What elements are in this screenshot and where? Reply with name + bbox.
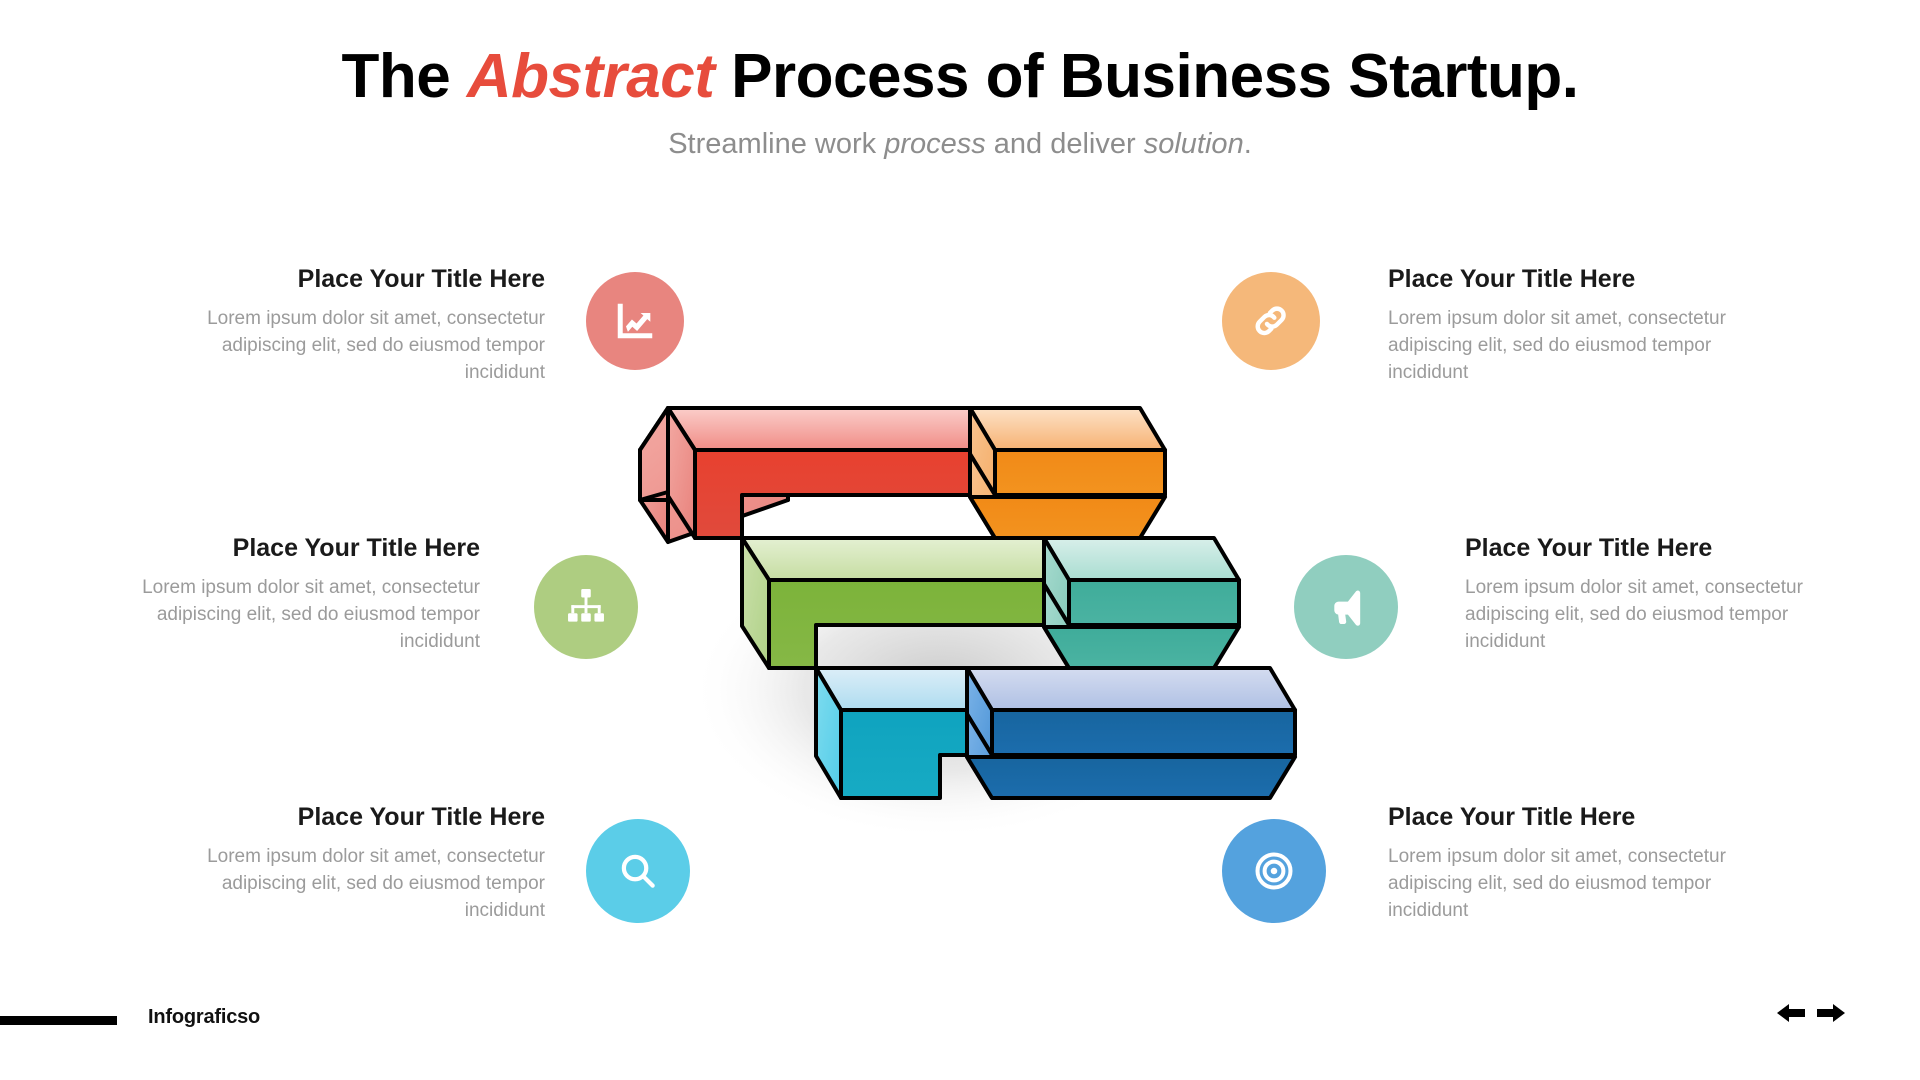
feature-text-middle-left: Place Your Title Here Lorem ipsum dolor … xyxy=(100,533,480,655)
feature-title-middle-right: Place Your Title Here xyxy=(1465,534,1713,562)
subtitle-part-1: Streamline work xyxy=(668,128,885,161)
next-slide-arrow-icon[interactable] xyxy=(1816,1002,1846,1024)
feature-icon-top-right[interactable] xyxy=(1222,272,1320,370)
block-green xyxy=(740,536,1071,670)
feature-icon-bottom-left[interactable] xyxy=(586,819,690,923)
footer-accent-bar xyxy=(0,1016,117,1025)
subtitle-part-3: . xyxy=(1243,128,1252,161)
feature-title-top-right: Place Your Title Here xyxy=(1388,265,1636,293)
feature-body-middle-left: Lorem ipsum dolor sit amet, consectetur … xyxy=(142,577,480,653)
target-icon xyxy=(1251,848,1297,894)
feature-icon-bottom-right[interactable] xyxy=(1222,819,1326,923)
isometric-blocks-diagram xyxy=(638,370,1300,840)
feature-text-top-right: Place Your Title Here Lorem ipsum dolor … xyxy=(1388,264,1738,386)
sitemap-icon xyxy=(564,585,608,629)
feature-icon-middle-left[interactable] xyxy=(534,555,638,659)
feature-icon-top-left[interactable] xyxy=(586,272,684,370)
page-subtitle: Streamline work process and deliver solu… xyxy=(0,127,1920,162)
link-icon xyxy=(1249,299,1293,343)
previous-slide-arrow-icon[interactable] xyxy=(1776,1002,1806,1024)
title-part-1: The xyxy=(341,42,467,111)
block-orange xyxy=(968,406,1167,540)
feature-text-bottom-left: Place Your Title Here Lorem ipsum dolor … xyxy=(155,802,545,924)
feature-body-top-right: Lorem ipsum dolor sit amet, consectetur … xyxy=(1388,308,1726,384)
slide-navigation xyxy=(1776,1002,1846,1024)
subtitle-emphasis-process: process xyxy=(884,128,986,161)
feature-title-middle-left: Place Your Title Here xyxy=(232,534,480,562)
feature-text-middle-right: Place Your Title Here Lorem ipsum dolor … xyxy=(1465,533,1805,655)
feature-text-top-left: Place Your Title Here Lorem ipsum dolor … xyxy=(155,264,545,386)
footer-brand-label: Infograficso xyxy=(148,1006,261,1028)
search-icon xyxy=(616,849,660,893)
feature-text-bottom-right: Place Your Title Here Lorem ipsum dolor … xyxy=(1388,802,1738,924)
page-title: The Abstract Process of Business Startup… xyxy=(0,44,1920,109)
subtitle-emphasis-solution: solution xyxy=(1143,128,1244,161)
block-teal xyxy=(1042,536,1241,670)
feature-body-bottom-left: Lorem ipsum dolor sit amet, consectetur … xyxy=(207,846,545,922)
subtitle-part-2: and deliver xyxy=(985,128,1144,161)
feature-icon-middle-right[interactable] xyxy=(1294,555,1398,659)
feature-body-middle-right: Lorem ipsum dolor sit amet, consectetur … xyxy=(1465,577,1803,653)
title-accent-word: Abstract xyxy=(466,42,715,111)
title-part-2: Process of Business Startup. xyxy=(714,42,1579,111)
feature-title-bottom-right: Place Your Title Here xyxy=(1388,803,1636,831)
feature-title-top-left: Place Your Title Here xyxy=(297,265,545,293)
megaphone-icon xyxy=(1323,584,1369,630)
feature-body-bottom-right: Lorem ipsum dolor sit amet, consectetur … xyxy=(1388,846,1726,922)
page-header: The Abstract Process of Business Startup… xyxy=(0,0,1920,162)
block-red xyxy=(638,406,997,544)
block-blue xyxy=(965,666,1297,800)
feature-body-top-left: Lorem ipsum dolor sit amet, consectetur … xyxy=(207,308,545,384)
feature-title-bottom-left: Place Your Title Here xyxy=(297,803,545,831)
chart-line-icon xyxy=(612,298,658,344)
